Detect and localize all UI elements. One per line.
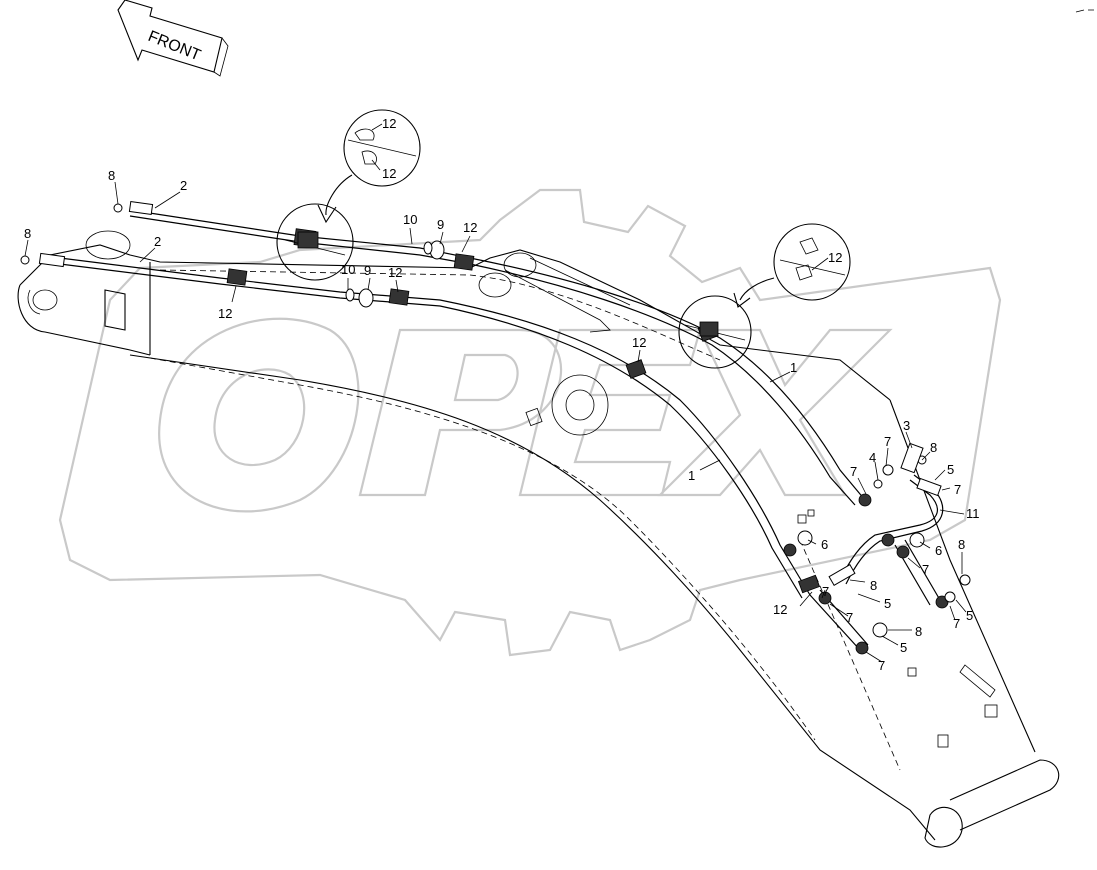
callout-7: 7 — [878, 658, 885, 673]
callout-8: 8 — [958, 537, 965, 552]
callout-2: 2 — [180, 178, 187, 193]
callout-8: 8 — [870, 578, 877, 593]
callout-8: 8 — [915, 624, 922, 639]
callout-5: 5 — [900, 640, 907, 655]
callout-1: 1 — [790, 360, 797, 375]
callout-4: 4 — [869, 450, 876, 465]
boom-structure — [17, 230, 1060, 848]
callout-12: 12 — [463, 220, 477, 235]
callout-7: 7 — [922, 562, 929, 577]
callout-labels: 8 2 8 2 10 9 12 12 12 10 9 12 12 12 12 1… — [24, 116, 980, 673]
callout-12: 12 — [382, 166, 396, 181]
callout-7: 7 — [884, 434, 891, 449]
callout-11: 11 — [966, 506, 980, 521]
callout-12: 12 — [828, 250, 842, 265]
callout-7: 7 — [953, 616, 960, 631]
callout-12: 12 — [388, 265, 402, 280]
callout-7: 7 — [850, 464, 857, 479]
callout-7: 7 — [822, 584, 829, 599]
callout-9: 9 — [437, 217, 444, 232]
callout-1: 1 — [688, 468, 695, 483]
corner-mark — [1075, 9, 1094, 13]
callout-6: 6 — [935, 543, 942, 558]
callout-6: 6 — [821, 537, 828, 552]
callout-5: 5 — [947, 462, 954, 477]
callout-12: 12 — [632, 335, 646, 350]
leader-lines — [24, 123, 967, 663]
callout-7: 7 — [846, 610, 853, 625]
front-label: FRONT — [146, 28, 204, 64]
callout-12: 12 — [773, 602, 787, 617]
callout-8: 8 — [108, 168, 115, 183]
callout-12: 12 — [382, 116, 396, 131]
callout-9: 9 — [364, 263, 371, 278]
callout-10: 10 — [341, 262, 355, 277]
callout-2: 2 — [154, 234, 161, 249]
callout-7: 7 — [954, 482, 961, 497]
callout-10: 10 — [403, 212, 417, 227]
callout-12: 12 — [218, 306, 232, 321]
callout-5: 5 — [966, 608, 973, 623]
callout-8: 8 — [930, 440, 937, 455]
callout-5: 5 — [884, 596, 891, 611]
callout-8: 8 — [24, 226, 31, 241]
front-direction-arrow: FRONT — [117, 0, 229, 77]
detail-bubbles — [276, 109, 851, 369]
callout-3: 3 — [903, 418, 910, 433]
